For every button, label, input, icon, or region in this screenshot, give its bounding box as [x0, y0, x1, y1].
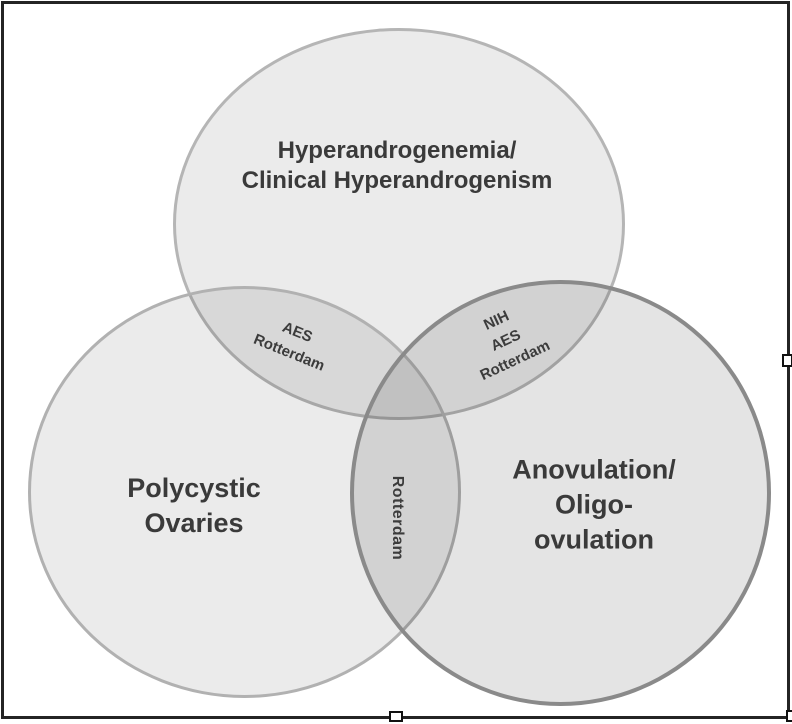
- venn-label-anovulation: Anovulation/ Oligo-ovulation: [512, 454, 676, 555]
- venn-label-polycystic-ovaries: Polycystic Ovaries: [127, 473, 261, 538]
- resize-handle-bottom-right[interactable]: [786, 710, 792, 722]
- resize-handle-bottom-center[interactable]: [389, 711, 403, 722]
- venn-circle-anovulation: [350, 280, 771, 706]
- venn-label-hyperandrogenism: Hyperandrogenemia/ Clinical Hyperandroge…: [241, 137, 553, 194]
- resize-handle-middle-right[interactable]: [782, 354, 792, 367]
- venn-overlap-label-rotterdam: Rotterdam: [389, 475, 406, 561]
